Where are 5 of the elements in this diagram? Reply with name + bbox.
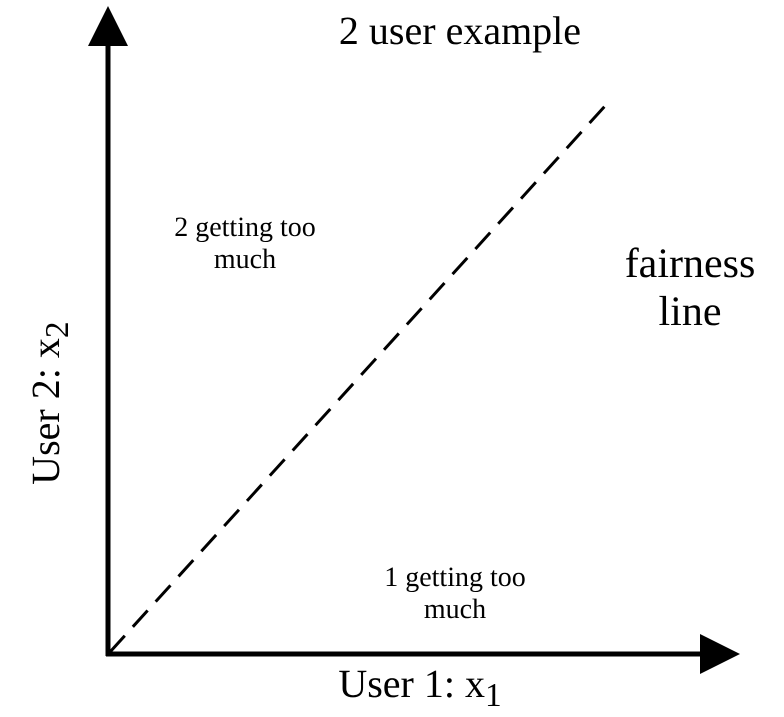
region-label: 1 getting too much — [383, 562, 527, 626]
line-label: fairness line — [624, 240, 756, 337]
chart-title: 2 user example — [338, 8, 582, 54]
axis-title: User 1: x$_{1}$ — [337, 664, 503, 712]
region-label: 2 getting too much — [173, 212, 317, 276]
